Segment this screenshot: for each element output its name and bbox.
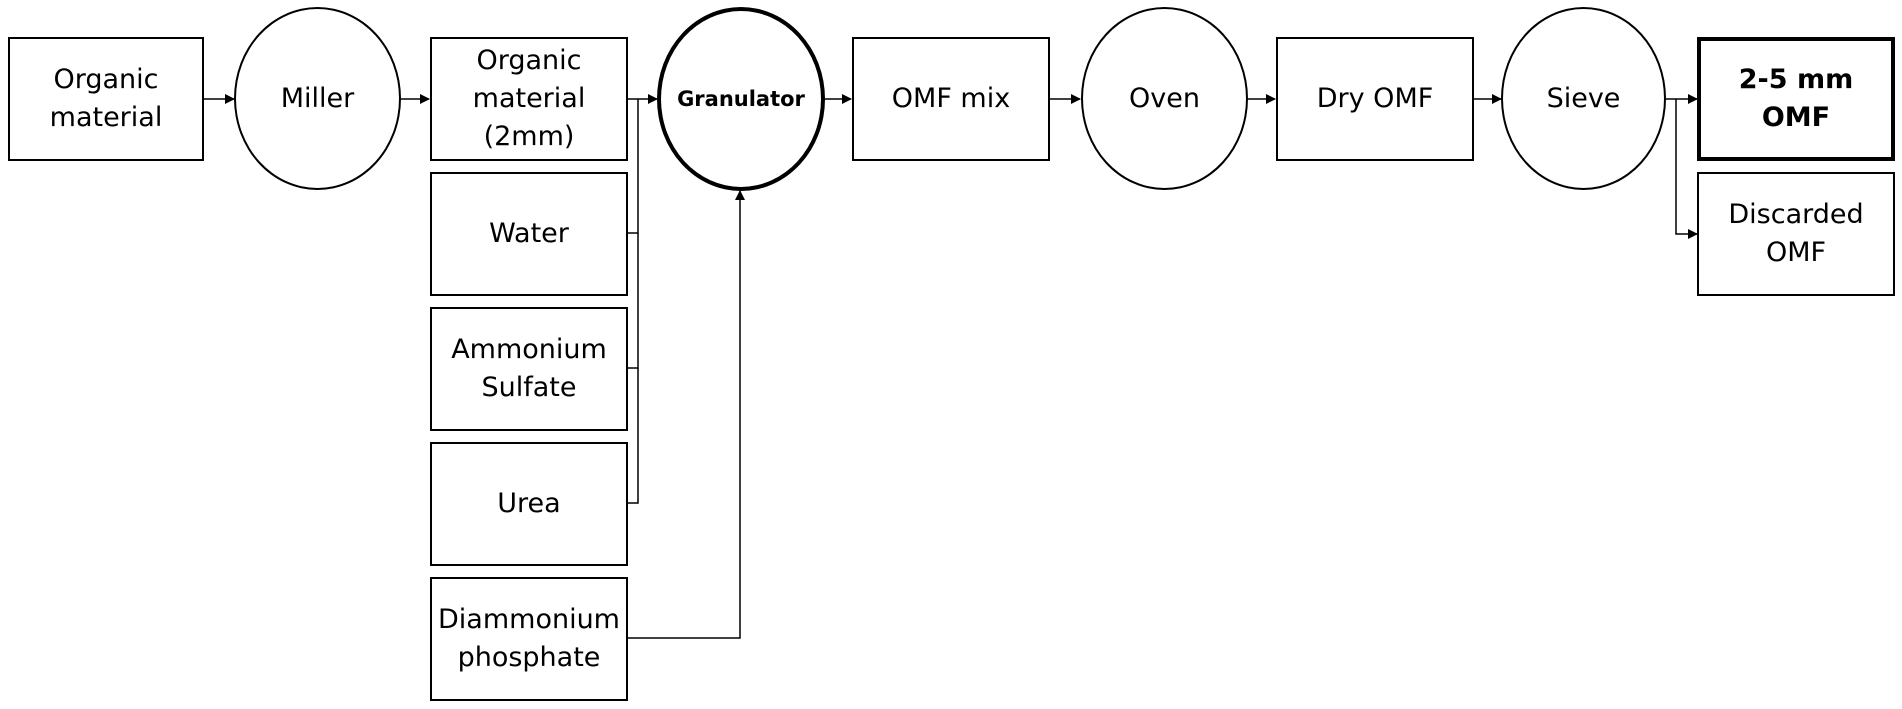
node-discarded-omf-label: Discarded OMF <box>1728 199 1864 268</box>
edge-sieve-to-discarded-omf <box>1675 99 1698 239</box>
node-granulator: Granulator <box>657 7 825 191</box>
node-water-label: Water <box>489 218 569 249</box>
node-diammonium-phosphate: Diammonium phosphate <box>430 577 628 701</box>
node-sieve: Sieve <box>1501 7 1666 190</box>
edge-ammonium-sulfate-to-collector <box>628 233 639 369</box>
node-omf-mix: OMF mix <box>852 37 1050 161</box>
node-discarded-omf: Discarded OMF <box>1697 172 1895 296</box>
node-ammonium-sulfate: Ammonium Sulfate <box>430 307 628 431</box>
node-organic-material-label: Organic material <box>49 64 163 133</box>
node-sieve-label: Sieve <box>1546 82 1621 114</box>
node-miller-label: Miller <box>280 82 355 114</box>
node-2-5mm-omf: 2-5 mm OMF <box>1697 37 1895 161</box>
node-oven-label: Oven <box>1129 82 1200 114</box>
node-urea: Urea <box>430 442 628 566</box>
node-omf-mix-label: OMF mix <box>891 83 1011 114</box>
edge-diammonium-phosphate-to-granulator <box>628 190 745 639</box>
edge-inputs-collector <box>628 99 639 234</box>
node-water: Water <box>430 172 628 296</box>
node-organic-material-2mm: Organic material (2mm) <box>430 37 628 161</box>
node-organic-material: Organic material <box>8 37 204 161</box>
edge-urea-to-collector <box>628 368 639 504</box>
node-2-5mm-omf-label: 2-5 mm OMF <box>1738 64 1854 133</box>
node-dry-omf-label: Dry OMF <box>1316 83 1434 114</box>
node-dry-omf: Dry OMF <box>1276 37 1474 161</box>
node-ammonium-sulfate-label: Ammonium Sulfate <box>451 334 607 403</box>
node-diammonium-phosphate-label: Diammonium phosphate <box>438 604 620 673</box>
node-miller: Miller <box>234 7 401 190</box>
node-oven: Oven <box>1081 7 1248 190</box>
node-granulator-label: Granulator <box>677 87 805 111</box>
node-organic-material-2mm-label: Organic material (2mm) <box>472 45 586 152</box>
node-urea-label: Urea <box>497 488 561 519</box>
